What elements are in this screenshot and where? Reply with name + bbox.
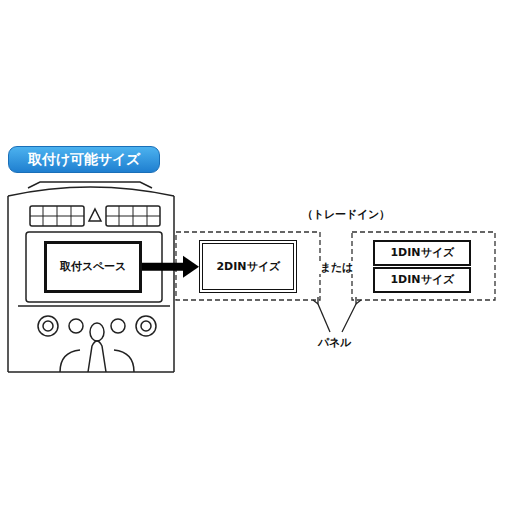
note-label: （トレードイン） [300,208,392,221]
din-box: 2DINサイズ [199,240,297,293]
box-text: 1DINサイズ [390,273,453,286]
din-box: 1DINサイズ [373,240,471,266]
note-label: パネル [316,336,353,349]
box-text: 取付スペース [60,260,126,273]
box-text: 2DINサイズ [216,260,279,273]
box-text: 取付け可能サイズ [28,151,140,168]
mount-space-box: 取付スペース [44,241,142,293]
note-label: または [318,261,355,274]
size-badge: 取付け可能サイズ [8,146,160,173]
din-box: 1DINサイズ [373,267,471,293]
box-text: 1DINサイズ [390,246,453,259]
arrow-connector [142,256,199,278]
